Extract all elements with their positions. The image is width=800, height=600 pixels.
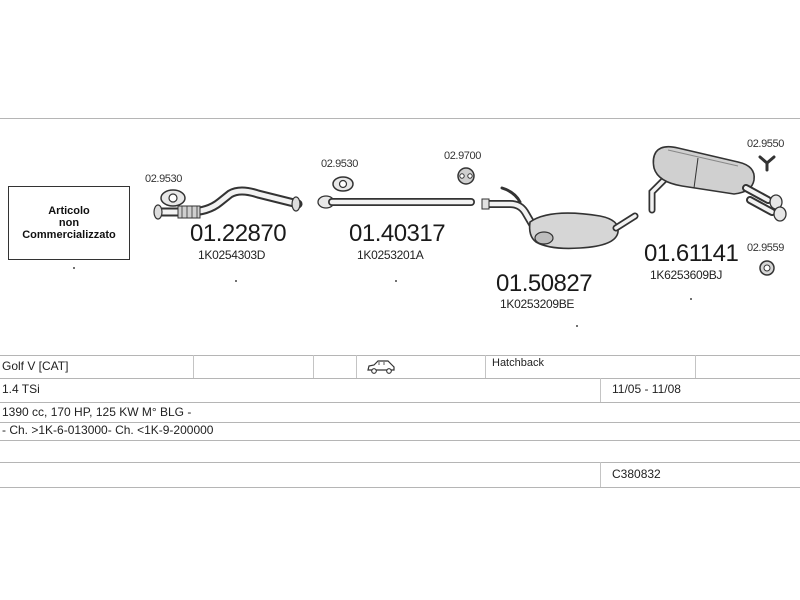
engine: 1.4 TSi xyxy=(2,382,40,396)
marker-dot xyxy=(395,280,397,282)
col-divider xyxy=(313,355,314,378)
marker-dot xyxy=(235,280,237,282)
gasket-icon[interactable] xyxy=(330,174,356,194)
chassis-range: - Ch. >1K-6-013000- Ch. <1K-9-200000 xyxy=(2,423,214,437)
middle-silencer-icon[interactable] xyxy=(480,180,650,260)
rear-silencer-icon[interactable] xyxy=(638,140,798,230)
part-ref-2: 1K0253201A xyxy=(357,248,424,262)
catalog-code: C380832 xyxy=(612,467,661,481)
part-code-1[interactable]: 01.22870 xyxy=(190,220,287,247)
front-pipe-icon[interactable] xyxy=(148,180,308,240)
gasket-code-1: 02.9530 xyxy=(145,173,182,185)
not-sold-line2: non xyxy=(58,217,80,229)
center-pipe-icon[interactable] xyxy=(316,190,476,214)
part-ref-3: 1K0253209BE xyxy=(500,297,575,311)
marker-dot xyxy=(690,298,692,300)
marker-dot xyxy=(73,267,75,269)
col-divider xyxy=(485,355,486,378)
table-row-divider xyxy=(0,422,800,423)
part-ref-1: 1K0254303D xyxy=(198,248,266,262)
gasket-icon[interactable] xyxy=(158,186,188,210)
not-sold-line3: Commercializzato xyxy=(22,229,116,241)
engine-specs: 1390 cc, 170 HP, 125 KW M° BLG - xyxy=(2,405,192,419)
clamp-code: 02.9550 xyxy=(747,138,784,150)
part-code-4[interactable]: 01.61141 xyxy=(644,240,739,267)
marker-dot xyxy=(576,325,578,327)
vehicle-model: Golf V [CAT] xyxy=(2,359,69,373)
gasket-code-2: 02.9530 xyxy=(321,158,358,170)
top-divider xyxy=(0,118,800,119)
hanger-icon[interactable] xyxy=(756,153,778,173)
table-row-divider xyxy=(0,378,800,379)
not-sold-box: Articolo non Commercializzato xyxy=(8,186,130,260)
body-type: Hatchback xyxy=(492,357,544,369)
part-code-2[interactable]: 01.40317 xyxy=(349,220,446,247)
clamp-icon[interactable] xyxy=(757,258,777,278)
table-row-divider xyxy=(0,462,800,463)
mount-code: 02.9700 xyxy=(444,150,481,162)
col-divider xyxy=(695,355,696,378)
col-divider xyxy=(193,355,194,378)
production-years: 11/05 - 11/08 xyxy=(612,382,681,396)
hatchback-car-icon xyxy=(367,360,395,374)
col-divider xyxy=(600,378,601,402)
part-code-3[interactable]: 01.50827 xyxy=(496,270,593,297)
table-bottom-divider xyxy=(0,487,800,488)
table-row-divider xyxy=(0,402,800,403)
part-ref-4: 1K6253609BJ xyxy=(650,268,723,282)
table-row-divider xyxy=(0,355,800,356)
table-row-divider xyxy=(0,440,800,441)
rubber-mount-icon[interactable] xyxy=(455,166,477,186)
not-sold-line1: Articolo xyxy=(48,205,90,217)
col-divider xyxy=(356,355,357,378)
col-divider xyxy=(600,462,601,487)
clamp-code-2: 02.9559 xyxy=(747,242,784,254)
